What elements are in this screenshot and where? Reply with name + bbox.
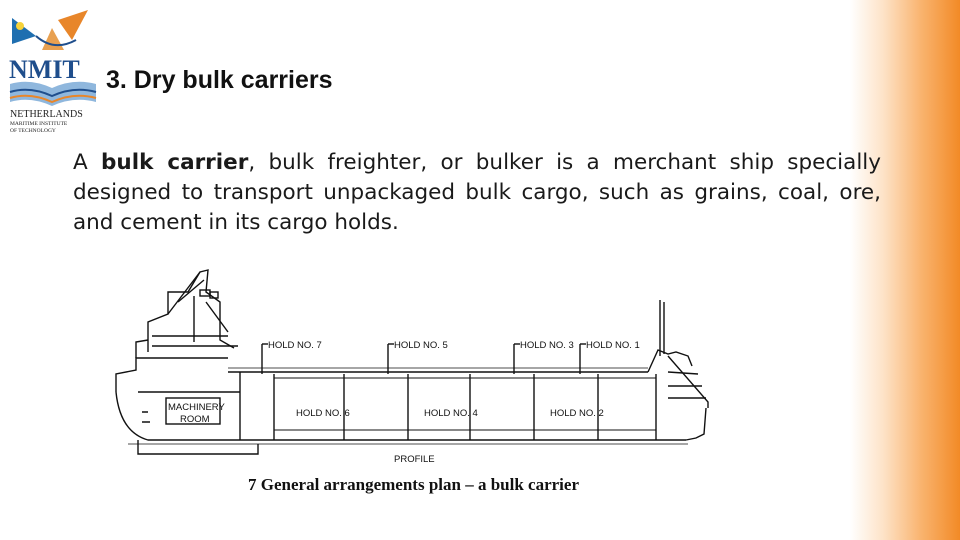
logo-line-2: MARITIME INSTITUTE <box>10 121 68 127</box>
label-profile: PROFILE <box>394 454 435 465</box>
diagram-caption: 7 General arrangements plan – a bulk car… <box>248 475 579 494</box>
label-hold-6: HOLD NO. 6 <box>296 408 350 419</box>
nmit-logo: NMIT NETHERLANDS MARITIME INSTITUTE OF T… <box>6 6 102 136</box>
slide-title: 3. Dry bulk carriers <box>106 66 333 94</box>
body-paragraph: A bulk carrier, bulk freighter, or bulke… <box>73 148 881 238</box>
label-hold-1: HOLD NO. 1 <box>586 340 640 351</box>
label-hold-7: HOLD NO. 7 <box>268 340 322 351</box>
label-hold-5: HOLD NO. 5 <box>394 340 448 351</box>
orange-side-band <box>850 0 960 540</box>
body-rest: , bulk freighter, or bulker is a merchan… <box>73 150 881 235</box>
logo-line-1: NETHERLANDS <box>10 109 83 120</box>
label-machinery: MACHINERY <box>168 402 225 413</box>
label-hold-2: HOLD NO. 2 <box>550 408 604 419</box>
label-hold-4: HOLD NO. 4 <box>424 408 478 419</box>
body-prefix: A <box>73 150 102 175</box>
logo-wordmark: NMIT <box>9 55 80 84</box>
label-machinery-room: ROOM <box>180 414 210 425</box>
bulk-carrier-diagram: HOLD NO. 7 HOLD NO. 5 HOLD NO. 3 HOLD NO… <box>115 269 709 494</box>
body-bold-term: bulk carrier <box>101 150 249 175</box>
logo-line-3: OF TECHNOLOGY <box>10 128 56 134</box>
label-hold-3: HOLD NO. 3 <box>520 340 574 351</box>
